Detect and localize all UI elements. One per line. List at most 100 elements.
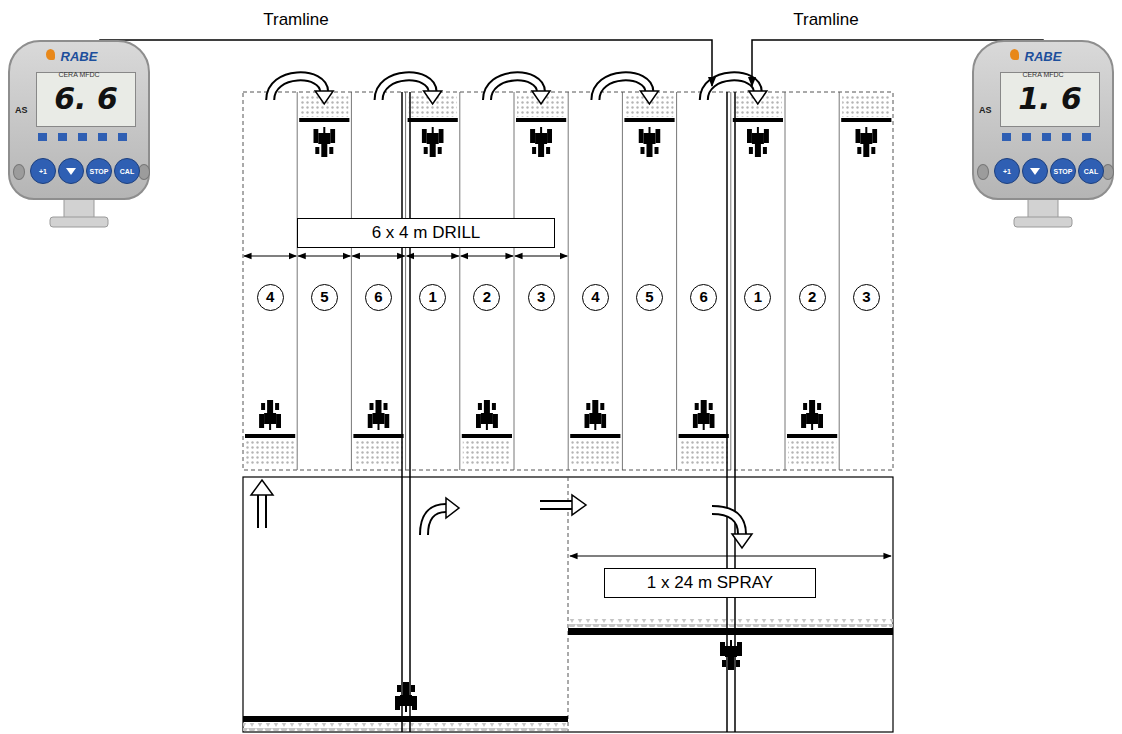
dimension-box: 1 x 24 m SPRAY <box>604 568 816 598</box>
strip-number: 6 <box>690 284 717 311</box>
strip-number: 1 <box>419 284 446 311</box>
travel-arrow <box>540 500 572 510</box>
travel-arrow <box>572 495 586 515</box>
callout-number: 1 <box>429 285 437 309</box>
strip-boundary <box>514 92 515 470</box>
scroll-arrow <box>1030 168 1040 175</box>
callout-number: 6 <box>700 285 708 309</box>
seeded-ground <box>680 440 728 466</box>
tramline-track <box>734 92 736 732</box>
callout-number: 2 <box>483 285 491 309</box>
seeded-ground <box>571 440 619 466</box>
sprayer-tractor <box>720 640 742 670</box>
strip-boundary <box>839 92 840 470</box>
button-label: STOP <box>1050 158 1076 184</box>
dimension-arrow <box>244 255 296 256</box>
dimension-label: 6 x 4 m DRILL <box>372 219 481 246</box>
dimension-box: 6 x 4 m DRILL <box>297 218 555 248</box>
monitor-unit: RABECERA MFDCAS6. 6+1STOPCAL <box>8 40 150 200</box>
travel-arrow <box>251 480 273 495</box>
status-icon <box>78 133 87 141</box>
strip-boundary <box>459 92 460 470</box>
callout-number: 6 <box>374 285 382 309</box>
dimension-arrow <box>461 255 513 256</box>
strip-number: 4 <box>257 284 284 311</box>
callout-number: 5 <box>320 285 328 309</box>
spray-boom <box>568 628 893 635</box>
drill-bar <box>841 118 891 122</box>
spray-boom <box>243 716 568 722</box>
strip-number: 4 <box>582 284 609 311</box>
tractor-icon <box>259 400 281 430</box>
status-icon <box>118 133 127 141</box>
button-label: CAL <box>114 158 140 184</box>
callout-number: 3 <box>537 285 545 309</box>
drill-bar <box>462 434 512 438</box>
travel-arrow <box>487 76 541 100</box>
tramline-track <box>726 92 728 732</box>
travel-arrow <box>424 508 446 535</box>
dimension-arrow <box>515 255 567 256</box>
drill-bar <box>733 118 783 122</box>
strip-boundary <box>297 92 298 470</box>
dimension-arrow <box>570 555 891 556</box>
travel-arrow <box>595 76 649 100</box>
travel-arrow <box>379 76 433 100</box>
tramline-track <box>409 92 411 732</box>
brand-logo <box>1010 49 1019 60</box>
callout-number: 3 <box>862 285 870 309</box>
callout-number: 1 <box>754 285 762 309</box>
status-icon <box>38 133 47 141</box>
brand-name: RABE <box>1025 49 1062 64</box>
travel-arrow <box>732 534 752 548</box>
seeded-ground <box>788 440 836 466</box>
status-icon <box>1022 133 1031 141</box>
mode-label: AS <box>15 105 28 115</box>
drill-bar <box>570 434 620 438</box>
tractor-icon <box>584 400 606 430</box>
button-label: +1 <box>994 158 1020 184</box>
monitor-stand <box>64 199 94 219</box>
side-key <box>977 164 989 180</box>
drill-bar <box>353 434 403 438</box>
strip-boundary <box>785 92 786 470</box>
side-key <box>13 164 25 180</box>
tractor-icon <box>368 400 390 430</box>
strip-boundary <box>730 92 731 470</box>
travel-arrow <box>487 76 541 100</box>
display-value: 6. 6 <box>54 82 118 116</box>
tramline-label: Tramline <box>261 10 331 30</box>
drill-bar <box>516 118 566 122</box>
travel-arrow <box>270 76 324 100</box>
travel-arrow <box>424 508 446 535</box>
travel-arrow <box>749 91 767 104</box>
strip-number: 1 <box>744 284 771 311</box>
tractor-icon <box>530 127 552 157</box>
tractor-icon <box>801 400 823 430</box>
strip-number: 3 <box>528 284 555 311</box>
tractor-icon <box>747 127 769 157</box>
callout-number: 4 <box>266 285 274 309</box>
strip-number: 2 <box>799 284 826 311</box>
travel-arrow <box>540 502 572 508</box>
model-name: CERA MFDC <box>1022 71 1063 78</box>
drill-bar <box>299 118 349 122</box>
scroll-arrow <box>66 168 76 175</box>
scroll-button <box>1022 158 1048 184</box>
travel-arrow <box>640 91 658 104</box>
travel-arrow <box>712 510 742 534</box>
travel-arrow <box>379 76 433 100</box>
sprayer-tractor <box>395 682 417 712</box>
mode-label: AS <box>979 105 992 115</box>
button-label: +1 <box>30 158 56 184</box>
tractor-icon <box>313 127 335 157</box>
travel-arrow <box>315 91 333 104</box>
drill-bar <box>787 434 837 438</box>
dimension-arrow <box>407 255 459 256</box>
monitor-stand <box>1028 199 1058 219</box>
status-icon <box>1062 133 1071 141</box>
status-icon <box>58 133 67 141</box>
travel-arrow <box>532 91 550 104</box>
monitor-stand <box>1014 217 1072 227</box>
